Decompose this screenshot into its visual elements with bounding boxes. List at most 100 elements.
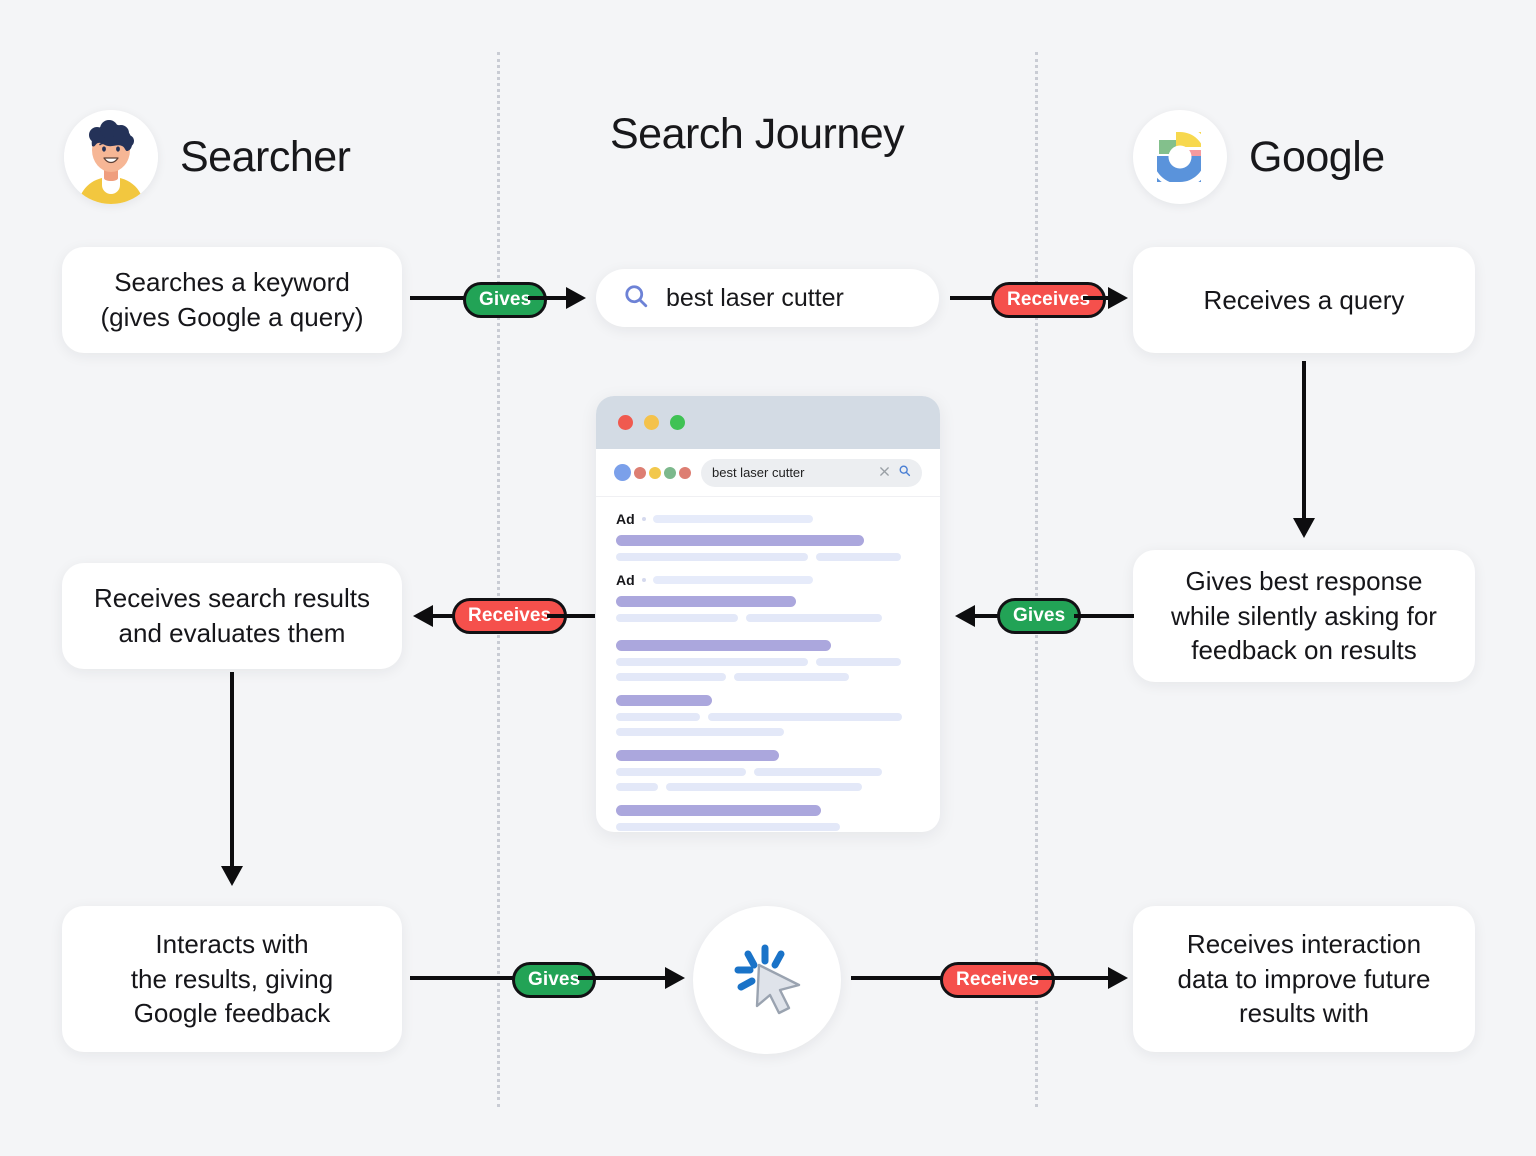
result-desc-bar	[734, 673, 849, 681]
connector-row2-left-b	[547, 614, 595, 618]
result-desc-bar	[616, 673, 726, 681]
browser-address-bar[interactable]: best laser cutter	[701, 458, 922, 487]
close-x-icon[interactable]	[879, 464, 890, 482]
result-item	[616, 805, 920, 832]
result-url-bar	[652, 515, 813, 523]
dot-separator-icon	[641, 578, 646, 582]
step-card-receives-interaction-data: Receives interaction data to improve fut…	[1133, 906, 1475, 1052]
badge-row3-gives: Gives	[512, 962, 597, 998]
click-cursor-icon	[721, 932, 813, 1029]
arrowhead-google-vertical	[1293, 518, 1315, 538]
result-desc-row	[616, 823, 920, 831]
arrowhead-row2-left	[413, 605, 433, 627]
connector-searcher-vertical	[230, 672, 234, 870]
result-desc-row	[616, 673, 920, 681]
connector-row2-left-a	[432, 614, 456, 618]
result-desc-bar	[616, 614, 738, 622]
column-header-journey: Search Journey	[610, 110, 905, 159]
result-desc-bar	[616, 728, 784, 736]
search-query-pill[interactable]: best laser cutter	[596, 269, 939, 327]
result-desc-row	[616, 713, 920, 721]
connector-row3-right-a	[851, 976, 951, 980]
dot-separator-icon	[641, 517, 646, 521]
arrowhead-searcher-vertical	[221, 866, 243, 886]
result-desc-row	[616, 553, 920, 561]
result-desc-bar	[666, 783, 862, 791]
arrowhead-row3-left	[665, 967, 685, 989]
google-g-logo-icon	[1133, 110, 1227, 204]
ad-label: Ad	[616, 572, 635, 588]
connector-row3-left-a	[410, 976, 520, 980]
connector-row1-right-b	[1083, 296, 1111, 300]
browser-mockup: best laser cutter Ad	[596, 396, 940, 832]
badge-row3-receives: Receives	[940, 962, 1056, 998]
result-desc-bar	[746, 614, 882, 622]
result-desc-bar	[616, 783, 658, 791]
column-header-searcher: Searcher	[64, 110, 351, 204]
result-item	[616, 695, 920, 736]
result-desc-bar	[816, 658, 901, 666]
result-ad-row: Ad	[616, 511, 920, 527]
browser-toolbar: best laser cutter	[596, 449, 940, 497]
step-card-receives-query: Receives a query	[1133, 247, 1475, 353]
click-interaction-badge	[693, 906, 841, 1054]
result-desc-bar	[816, 553, 901, 561]
result-title-bar	[616, 695, 712, 706]
step-card-receives-results: Receives search results and evaluates th…	[62, 563, 402, 669]
connector-row1-left-b	[528, 296, 568, 300]
result-desc-bar	[616, 768, 746, 776]
search-magnifier-icon	[622, 282, 650, 315]
result-desc-row	[616, 783, 920, 791]
arrowhead-row3-right	[1108, 967, 1128, 989]
result-desc-bar	[754, 768, 882, 776]
result-desc-row	[616, 728, 920, 736]
connector-row2-right-b	[1074, 614, 1134, 618]
search-query-text: best laser cutter	[666, 283, 844, 312]
column-divider-left	[497, 52, 500, 1107]
browser-address-text: best laser cutter	[712, 465, 805, 480]
badge-row2-gives: Gives	[997, 598, 1082, 634]
result-title-bar	[616, 596, 796, 607]
step-card-searches-keyword: Searches a keyword (gives Google a query…	[62, 247, 402, 353]
connector-row1-right-a	[950, 296, 1000, 300]
result-title-bar	[616, 535, 864, 546]
browser-brand-dots-icon	[614, 464, 691, 481]
result-url-bar	[652, 576, 813, 584]
result-item	[616, 750, 920, 791]
traffic-light-close-icon	[618, 415, 633, 430]
arrowhead-row1-right	[1108, 287, 1128, 309]
result-item: Ad	[616, 572, 920, 622]
result-title-bar	[616, 750, 779, 761]
connector-row2-right-a	[974, 614, 1000, 618]
browser-titlebar	[596, 396, 940, 449]
traffic-light-maximize-icon	[670, 415, 685, 430]
connector-google-vertical	[1302, 361, 1306, 521]
step-card-interacts-results: Interacts with the results, giving Googl…	[62, 906, 402, 1052]
result-desc-row	[616, 614, 920, 622]
result-title-bar	[616, 640, 831, 651]
column-title-searcher: Searcher	[180, 132, 351, 181]
column-divider-right	[1035, 52, 1038, 1107]
result-item	[616, 640, 920, 681]
result-desc-row	[616, 768, 920, 776]
column-title-google: Google	[1249, 132, 1385, 181]
column-title-journey: Search Journey	[610, 110, 905, 158]
badge-row1-receives: Receives	[991, 282, 1107, 318]
arrowhead-row1-left	[566, 287, 586, 309]
result-desc-row	[616, 658, 920, 666]
search-magnifier-icon[interactable]	[898, 464, 911, 482]
column-header-google: Google	[1133, 110, 1385, 204]
result-desc-bar	[616, 658, 808, 666]
result-desc-bar	[616, 713, 700, 721]
browser-results-list: Ad Ad	[596, 497, 940, 832]
searcher-avatar-icon	[64, 110, 158, 204]
traffic-light-minimize-icon	[644, 415, 659, 430]
result-desc-bar	[616, 553, 808, 561]
arrowhead-row2-right	[955, 605, 975, 627]
result-desc-bar	[708, 713, 902, 721]
result-title-bar	[616, 805, 821, 816]
step-card-gives-best-response: Gives best response while silently askin…	[1133, 550, 1475, 682]
result-ad-row: Ad	[616, 572, 920, 588]
result-item: Ad	[616, 511, 920, 561]
